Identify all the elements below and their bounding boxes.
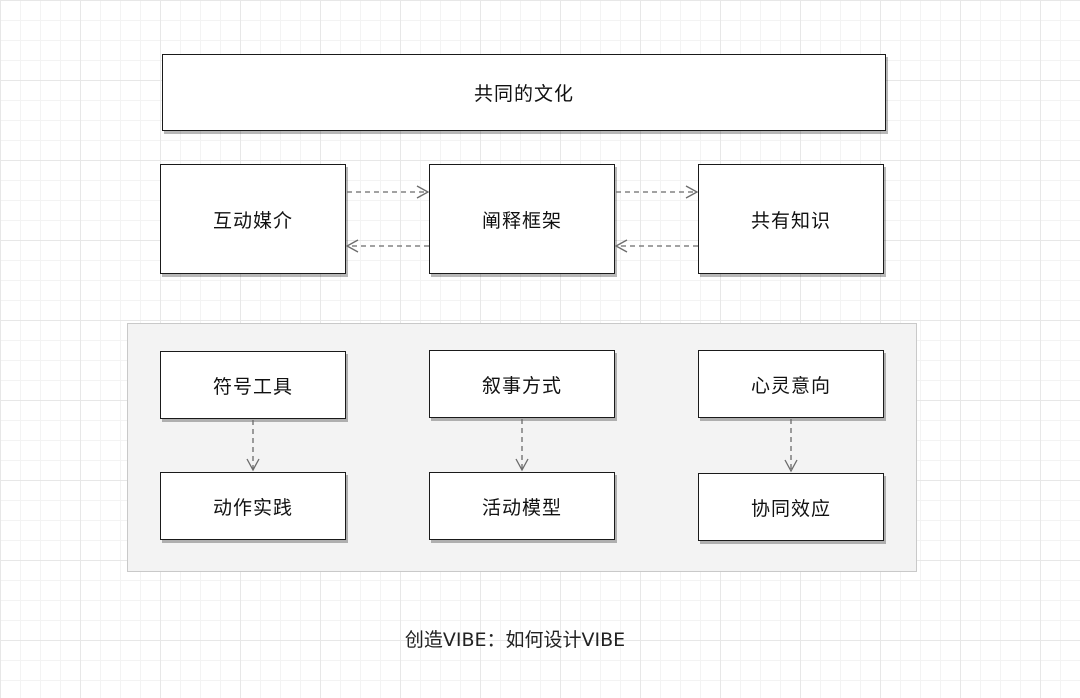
activity-model-label: 活动模型 (481, 496, 562, 519)
arrow-mental-intention-to-synergy-effect[interactable] (784, 419, 798, 473)
synergy-effect-box[interactable]: 协同效应 (698, 473, 884, 541)
interactive-medium-box[interactable]: 互动媒介 (160, 164, 346, 274)
symbolic-tools-label: 符号工具 (212, 375, 293, 398)
arrow-medium-to-framework[interactable] (347, 185, 430, 199)
action-practice-label: 动作实践 (212, 496, 293, 519)
narrative-mode-label: 叙事方式 (481, 374, 562, 397)
diagram-caption: 创造VIBE：如何设计VIBE (404, 629, 626, 651)
shared-knowledge-label: 共有知识 (750, 209, 831, 232)
arrow-symbolic-tools-to-action-practice[interactable] (246, 420, 260, 472)
mental-intention-box[interactable]: 心灵意向 (698, 350, 884, 418)
narrative-mode-box[interactable]: 叙事方式 (429, 350, 615, 418)
synergy-effect-label: 协同效应 (750, 497, 831, 520)
interpretive-framework-label: 阐释框架 (481, 209, 562, 232)
arrow-knowledge-to-framework[interactable] (614, 239, 698, 253)
interpretive-framework-box[interactable]: 阐释框架 (429, 164, 615, 274)
activity-model-box[interactable]: 活动模型 (429, 472, 615, 540)
interactive-medium-label: 互动媒介 (212, 209, 293, 232)
arrow-framework-to-medium[interactable] (345, 239, 429, 253)
arrow-narrative-mode-to-activity-model[interactable] (515, 419, 529, 472)
action-practice-box[interactable]: 动作实践 (160, 472, 346, 540)
shared-culture-box[interactable]: 共同的文化 (162, 54, 886, 131)
mental-intention-label: 心灵意向 (750, 374, 831, 397)
shared-knowledge-box[interactable]: 共有知识 (698, 164, 884, 274)
symbolic-tools-box[interactable]: 符号工具 (160, 351, 346, 419)
arrow-framework-to-knowledge[interactable] (616, 185, 699, 199)
shared-culture-label: 共同的文化 (473, 83, 574, 105)
